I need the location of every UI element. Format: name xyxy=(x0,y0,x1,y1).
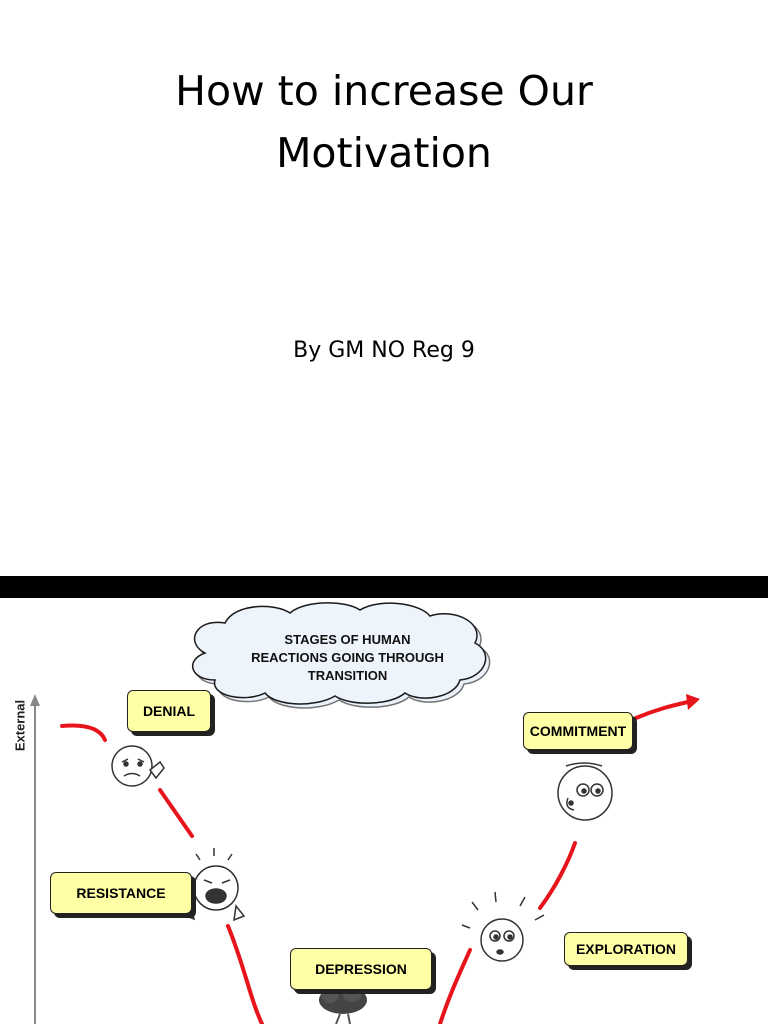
transition-curve xyxy=(60,700,690,1024)
diagram-artwork xyxy=(30,602,700,1024)
stage-resistance: RESISTANCE xyxy=(50,872,192,914)
exploration-face-icon xyxy=(461,891,545,962)
resistance-face-icon xyxy=(182,848,246,922)
y-axis-label: External xyxy=(12,699,28,752)
stage-depression: DEPRESSION xyxy=(290,948,432,990)
slide-title-line-2: Motivation xyxy=(276,129,492,177)
cloud-shape xyxy=(191,602,491,709)
stage-commitment: COMMITMENT xyxy=(523,712,633,750)
y-axis xyxy=(30,694,40,1024)
slide-title: How to increase Our Motivation xyxy=(0,60,768,184)
denial-face-icon xyxy=(111,745,165,787)
diagram-heading-line-1: STAGES OF HUMAN xyxy=(284,632,411,647)
diagram-heading: STAGES OF HUMAN REACTIONS GOING THROUGH … xyxy=(230,631,465,685)
stage-exploration: EXPLORATION xyxy=(564,932,688,966)
slide-subtitle: By GM NO Reg 9 xyxy=(293,338,475,363)
diagram-heading-line-2: REACTIONS GOING THROUGH xyxy=(251,650,444,665)
transition-diagram-slide: External STAGES OF HUMAN REACTIONS GOING… xyxy=(0,598,768,1024)
commitment-face-icon xyxy=(557,762,613,821)
title-slide: How to increase Our Motivation By GM NO … xyxy=(0,60,768,363)
stage-denial: DENIAL xyxy=(127,690,211,732)
curve-arrowhead xyxy=(686,694,700,710)
diagram-heading-line-3: TRANSITION xyxy=(307,668,388,683)
slide-title-line-1: How to increase Our xyxy=(175,67,593,115)
slide-divider xyxy=(0,576,768,598)
